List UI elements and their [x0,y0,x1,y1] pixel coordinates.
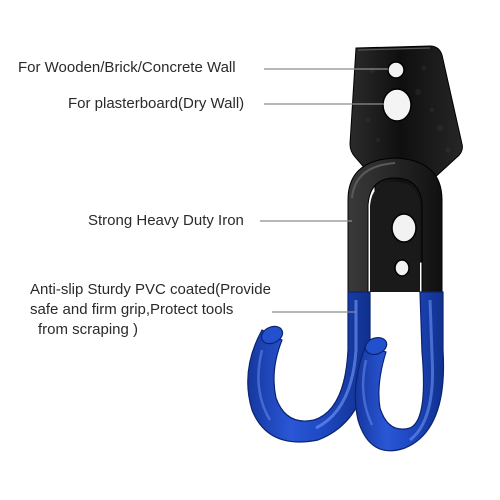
screw-hole-small [387,61,405,79]
pvc-coating-line-3: from scraping ) [38,321,139,338]
pvc-coated-hooks [247,291,445,452]
callout-leader-lines [260,68,388,313]
callout-drywall-hole-label: For plasterboard(Dry Wall) [68,95,245,112]
callout-wall-hole-label: For Wooden/Brick/Concrete Wall [18,59,236,76]
screw-hole-large [382,88,412,122]
callout-iron-body-label: Strong Heavy Duty Iron [88,212,244,229]
callout-pvc-coating-label: Anti-slip Sturdy PVC coated(Provide safe… [30,280,305,340]
pvc-coating-line-2: safe and firm grip,Protect tools [30,301,234,318]
pvc-coating-line-1: Anti-slip Sturdy PVC coated(Provide [30,281,271,298]
iron-hook-body [347,157,443,301]
